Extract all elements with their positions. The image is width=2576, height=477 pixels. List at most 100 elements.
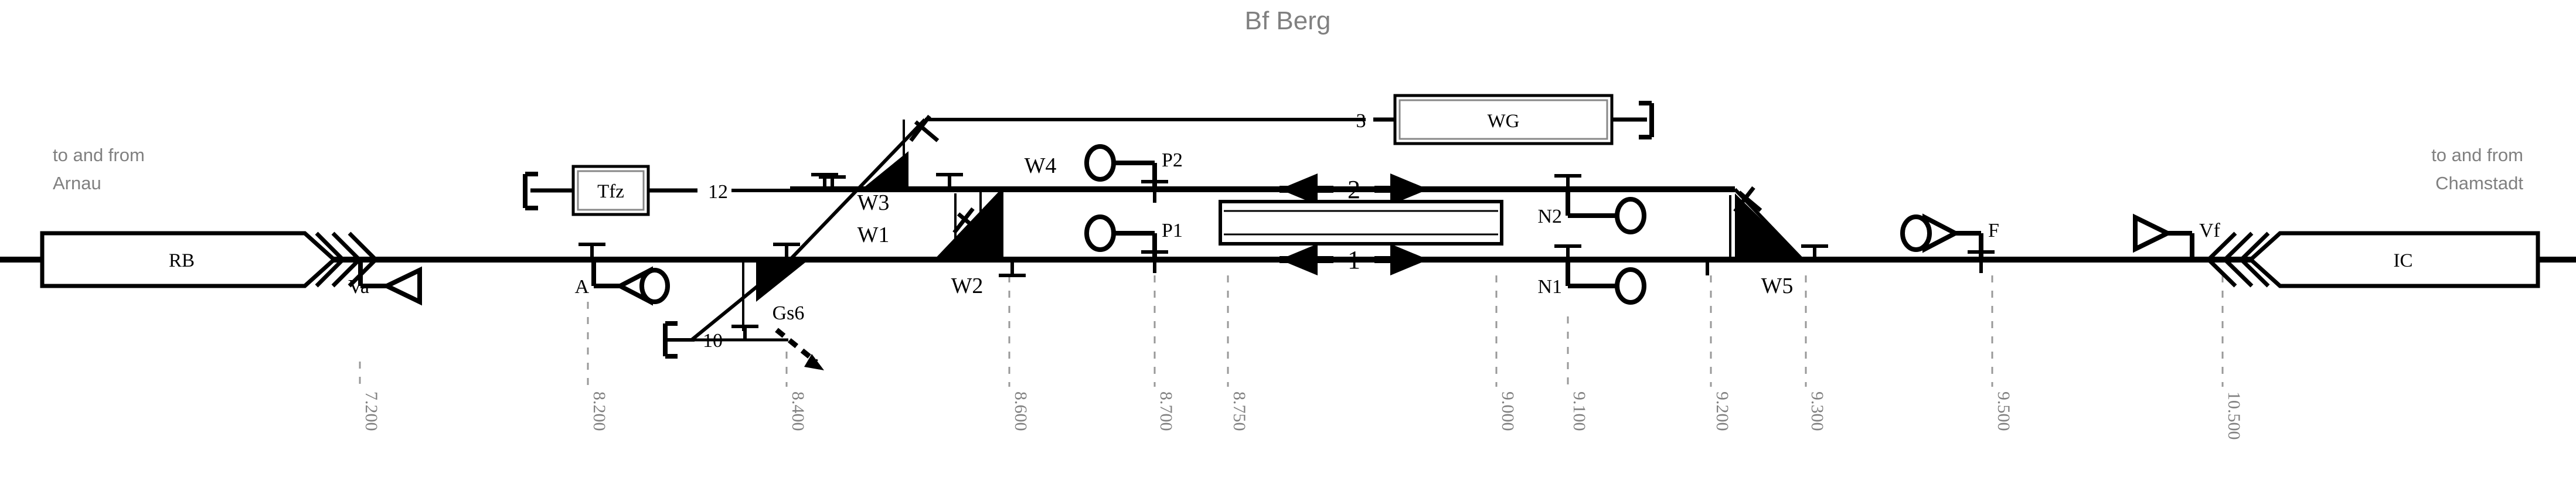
joint-marker <box>1801 244 1828 260</box>
switch-w3-w1-group[interactable]: W3 W1 <box>788 114 961 261</box>
left-endpoint-line1: to and from <box>53 145 145 165</box>
train-box-ic-label: IC <box>2394 250 2413 271</box>
right-endpoint-line1: to and from <box>2431 145 2523 165</box>
track-2-direction-arrows: 2 <box>1280 173 1428 205</box>
train-box-rb-label: RB <box>169 250 195 271</box>
right-endpoint-line2: Chamstadt <box>2435 173 2523 193</box>
signal-vf[interactable]: Vf <box>2133 213 2221 260</box>
switch-w3-frog <box>862 151 908 189</box>
train-box-ic[interactable]: IC <box>2247 231 2540 288</box>
switch-w2-marker <box>952 207 982 234</box>
switch-w5-frog <box>1735 193 1802 260</box>
ic-chevrons <box>2205 231 2270 288</box>
km-marker-label: 8.200 <box>590 391 609 431</box>
km-marker: 8.600 <box>1008 275 1030 431</box>
signal-va-label: Va <box>348 276 369 298</box>
km-marker-label: 9.200 <box>1713 391 1732 431</box>
track-10-group: 10 <box>663 321 788 359</box>
signal-a-label: A <box>574 276 589 298</box>
equipment-box-wg-label: WG <box>1488 111 1520 132</box>
switch-w1-group[interactable] <box>690 258 809 342</box>
joint-marker <box>936 173 963 189</box>
track-10-number: 10 <box>703 330 723 352</box>
km-marker-label: 8.400 <box>788 391 808 431</box>
signal-p1-label: P1 <box>1162 220 1183 241</box>
signal-n2-label: N2 <box>1537 206 1562 227</box>
km-marker: 7.200 <box>359 362 381 431</box>
km-marker-label: 9.500 <box>1994 391 2013 431</box>
km-marker-label: 7.200 <box>362 391 381 431</box>
switch-gs6-label: Gs6 <box>773 302 805 324</box>
km-marker: 8.750 <box>1227 275 1249 431</box>
km-marker: 9.200 <box>1710 275 1732 431</box>
equipment-box-wg[interactable]: 3 WG <box>1356 94 1654 145</box>
km-marker: 9.300 <box>1805 275 1827 431</box>
signal-p2[interactable]: P2 <box>1084 144 1183 189</box>
buffer-stop-track-10 <box>663 321 678 359</box>
track-3-number: 3 <box>1356 110 1366 132</box>
signal-n2[interactable]: N2 <box>1537 189 1646 234</box>
gs6-buffer-arrow-shaft <box>775 328 818 364</box>
buffer-stop-tfz <box>523 172 538 210</box>
km-marker-label: 8.600 <box>1011 391 1030 431</box>
switch-w3-label: W3 <box>857 190 890 215</box>
arrow-right-track2 <box>1390 173 1428 205</box>
train-box-rb[interactable]: RB <box>40 231 338 288</box>
platform <box>1219 200 1503 246</box>
km-marker: 9.000 <box>1495 275 1517 431</box>
km-marker: 9.500 <box>1991 275 2013 431</box>
km-marker: 8.200 <box>587 302 609 431</box>
switch-w3-marker <box>909 114 940 142</box>
gs6-buffer-arrow-head <box>804 354 824 370</box>
signal-f-label: F <box>1988 220 1999 241</box>
km-marker: 9.100 <box>1567 316 1589 431</box>
signal-va[interactable]: Va <box>348 260 422 306</box>
track-12-joint-marker <box>819 175 846 190</box>
switch-w5-marker <box>1733 186 1762 213</box>
switch-w2-label: W2 <box>951 274 984 298</box>
signal-n1[interactable]: N1 <box>1537 260 1646 305</box>
signal-p1[interactable]: P1 <box>1084 214 1183 260</box>
arrow-right-track1 <box>1390 244 1428 275</box>
signal-p2-label: P2 <box>1162 149 1183 171</box>
km-marker-label: 8.700 <box>1156 391 1176 431</box>
joint-marker <box>999 260 1026 277</box>
arrow-left-track2 <box>1280 173 1318 205</box>
km-marker: 8.700 <box>1153 275 1176 431</box>
buffer-stop-wg <box>1639 101 1654 139</box>
km-marker-label: 10.500 <box>2224 391 2244 440</box>
signal-a[interactable]: A <box>574 260 670 306</box>
switch-w5-diagonal <box>1733 188 1804 261</box>
equipment-box-tfz[interactable]: Tfz 12 <box>523 165 728 216</box>
page-title: Bf Berg <box>1245 6 1331 35</box>
joint-marker <box>773 243 800 260</box>
km-marker-label: 9.300 <box>1808 391 1827 431</box>
joint-marker <box>1694 258 1721 275</box>
track-1-direction-arrows: 1 <box>1280 244 1428 275</box>
km-marker-label: 8.750 <box>1230 391 1249 431</box>
km-marker: 10.500 <box>2221 275 2244 440</box>
joint-marker <box>579 243 605 260</box>
arrow-left-track1 <box>1280 244 1318 275</box>
joint-marker <box>1554 244 1581 260</box>
signal-f[interactable]: F <box>1900 213 1999 260</box>
track-1-number: 1 <box>1347 246 1360 274</box>
switch-w1-frog <box>756 260 809 302</box>
left-endpoint-line2: Arnau <box>53 173 101 193</box>
equipment-box-tfz-label: Tfz <box>597 181 624 202</box>
km-marker-group: 7.200 8.200 8.400 8.600 8.700 8.750 9.00… <box>359 275 2244 440</box>
track-10-t-marker <box>731 325 758 340</box>
km-marker: 8.400 <box>785 352 808 431</box>
track-12-number: 12 <box>708 181 728 203</box>
switch-w5-group[interactable]: W5 <box>1729 186 1804 298</box>
switch-w2-group[interactable]: W2 <box>935 188 1005 298</box>
switch-w4-label: W4 <box>1025 154 1057 178</box>
signal-n1-label: N1 <box>1537 276 1562 298</box>
km-marker-label: 9.000 <box>1498 391 1517 431</box>
joint-marker <box>1554 174 1581 189</box>
switch-w1-label: W1 <box>857 223 890 247</box>
switch-w5-label: W5 <box>1761 274 1794 298</box>
km-marker-label: 9.100 <box>1570 391 1589 431</box>
